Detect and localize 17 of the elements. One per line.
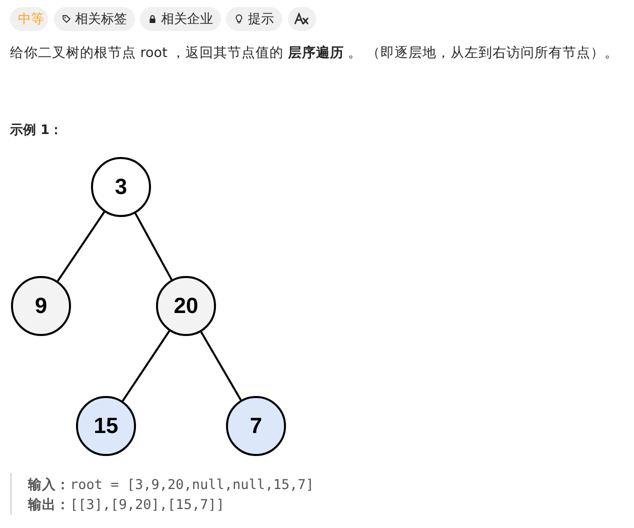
node-value: 9 xyxy=(34,293,48,319)
code-line: 输入：root = [3,9,20,null,null,15,7] xyxy=(28,476,314,494)
node-value: 7 xyxy=(250,413,262,439)
example-heading: 示例 1： xyxy=(10,122,63,139)
difficulty-tag: 中等 xyxy=(10,7,48,31)
tag-button: 相关企业 xyxy=(140,7,221,31)
tag-button: 提示 xyxy=(226,7,282,31)
node-value: 20 xyxy=(174,293,198,319)
tree-edge xyxy=(134,212,172,280)
problem-description: 给你二叉树的根节点 root ，返回其节点值的 层序遍历 。 （即逐层地，从左到右访问所有节点）。 xyxy=(10,44,619,62)
tree-edge xyxy=(200,331,242,401)
code-line: 输出：[[3],[9,20],[15,7]] xyxy=(28,496,224,514)
tree-edge xyxy=(56,211,106,282)
node-value: 15 xyxy=(94,413,118,439)
tree-edge xyxy=(122,330,170,402)
node-value: 3 xyxy=(114,174,128,200)
tag-button: 相关标签 xyxy=(54,7,135,31)
